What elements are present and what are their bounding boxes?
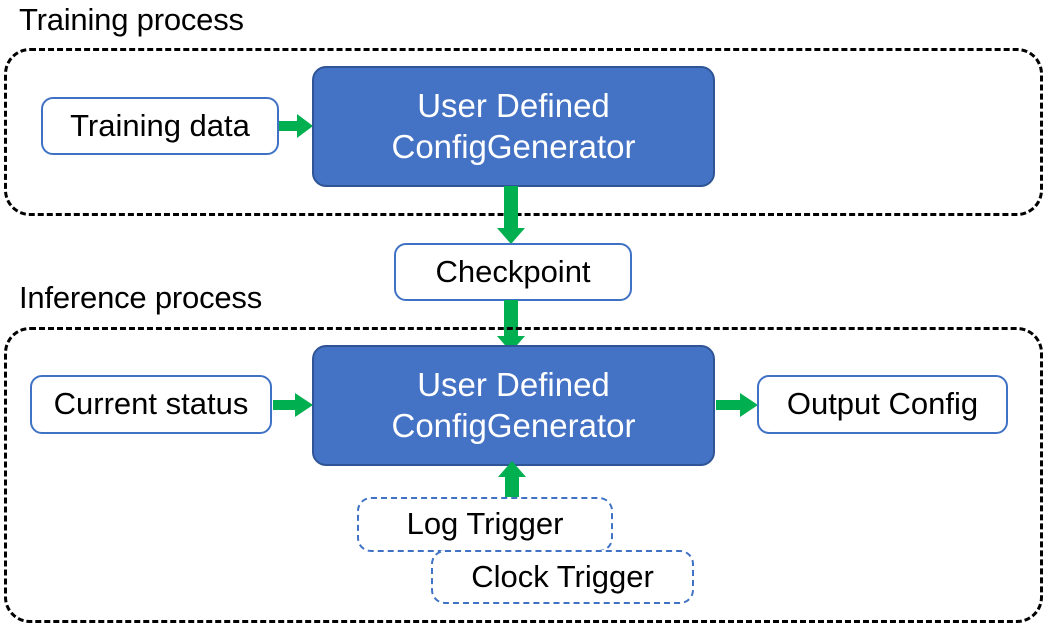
node-clock-trigger[interactable]: Clock Trigger (431, 550, 694, 604)
node-training-data-label: Training data (70, 107, 250, 143)
node-training-data[interactable]: Training data (41, 97, 279, 155)
arrow-generator-to-checkpoint (497, 186, 527, 246)
node-log-trigger[interactable]: Log Trigger (357, 497, 613, 552)
arrow-checkpoint-to-inference-generator (497, 300, 527, 353)
section-container-training (4, 48, 1043, 216)
section-label-inference: Inference process (19, 280, 263, 315)
node-config-generator-training-line1: User Defined (417, 87, 610, 125)
node-config-generator-inference[interactable]: User Defined ConfigGenerator (312, 345, 715, 466)
node-clock-trigger-label: Clock Trigger (471, 558, 654, 594)
node-config-generator-training[interactable]: User Defined ConfigGenerator (312, 66, 715, 187)
arrow-triggers-to-generator (498, 461, 528, 507)
section-label-training: Training process (19, 2, 244, 37)
node-checkpoint[interactable]: Checkpoint (394, 243, 632, 301)
node-current-status[interactable]: Current status (30, 375, 272, 434)
node-checkpoint-label: Checkpoint (435, 253, 591, 289)
node-config-generator-inference-line1: User Defined (417, 366, 610, 404)
node-config-generator-training-line2: ConfigGenerator (391, 127, 636, 165)
node-current-status-label: Current status (53, 386, 249, 422)
arrow-training-data-to-generator (279, 112, 315, 140)
node-config-generator-inference-line2: ConfigGenerator (391, 406, 636, 444)
arrow-current-status-to-generator (273, 391, 315, 419)
section-container-inference (4, 327, 1043, 623)
node-output-config-label: Output Config (786, 386, 979, 422)
arrow-generator-to-output-config (716, 391, 760, 419)
node-output-config[interactable]: Output Config (757, 375, 1008, 434)
node-log-trigger-label: Log Trigger (406, 506, 564, 542)
